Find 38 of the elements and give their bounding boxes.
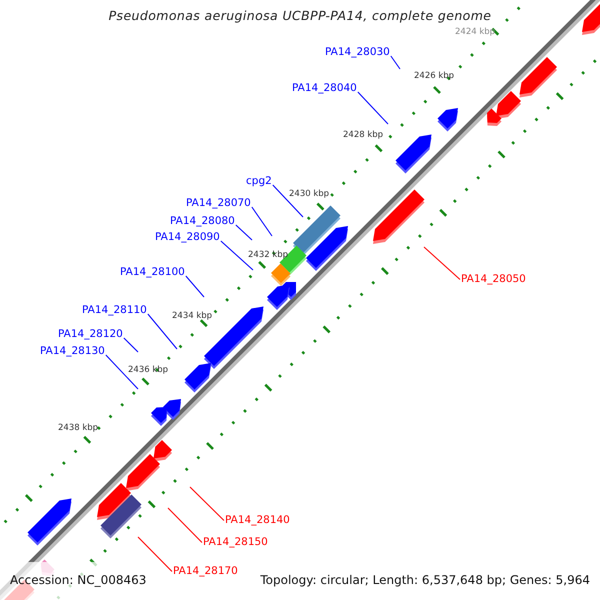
gene-label: PA14_28100 (120, 266, 185, 279)
gene-label: PA14_28150 (203, 536, 268, 549)
gene-label: PA14_28090 (155, 231, 220, 244)
gene-label: PA14_28030 (325, 46, 390, 59)
leader-line (138, 536, 172, 572)
gene-label: PA14_28050 (461, 273, 526, 286)
gene-label: PA14_28080 (170, 215, 235, 228)
gene-label: PA14_28120 (58, 328, 123, 341)
scale-label: 2428 kbp (343, 131, 384, 141)
info-text: Topology: circular; Length: 6,537,648 bp; Genes: 5,964 (260, 574, 590, 588)
scale-label: 2430 kbp (289, 190, 330, 200)
leader-line (424, 246, 460, 280)
gene-label: PA14_28070 (186, 197, 251, 210)
gene-label: PA14_28110 (82, 304, 147, 317)
leader-line (251, 206, 272, 236)
scale-label: 2426 kbp (414, 72, 454, 82)
leader-line (220, 240, 254, 270)
leader-line (272, 184, 304, 218)
gene-label: cpg2 (246, 175, 272, 188)
scale-label: 2424 kbp (455, 28, 496, 38)
leader-line (147, 314, 178, 350)
leader-line (190, 486, 224, 521)
leader-line (390, 56, 400, 70)
gene-label: PA14_28140 (225, 514, 290, 527)
scale-label: 2434 kbp (172, 312, 212, 322)
info-text: Accession: NC_008463 (10, 574, 146, 588)
leader-line (235, 224, 252, 240)
gene-label: PA14_28130 (40, 345, 105, 358)
leader-line (168, 508, 202, 543)
title: Pseudomonas aeruginosa UCBPP-PA14, complete genome (108, 9, 492, 24)
scale-label: 2436 kbp (128, 366, 168, 376)
leader-line (357, 92, 388, 124)
gene-label: PA14_28040 (292, 82, 357, 95)
gene-label: PA14_28170 (173, 565, 238, 578)
leader-line (123, 338, 138, 352)
leader-line (185, 276, 204, 298)
leader-line (105, 354, 138, 390)
scale-label: 2438 kbp (58, 424, 98, 434)
